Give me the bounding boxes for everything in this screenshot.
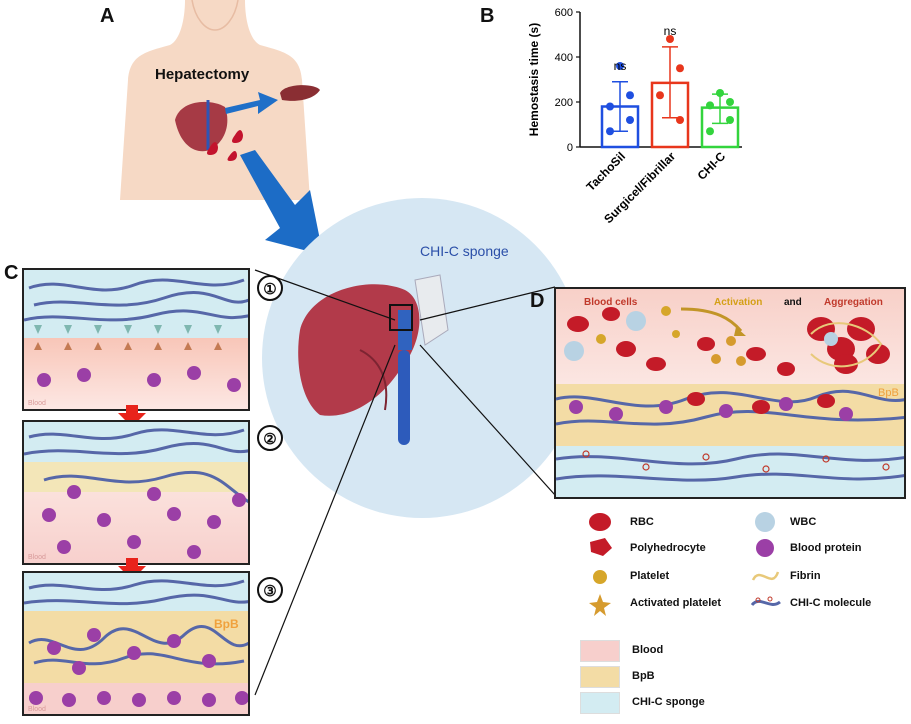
legend-blood-protein: Blood protein bbox=[790, 542, 862, 554]
point-1-2 bbox=[656, 91, 664, 100]
legend-sponge-label: CHI-C sponge bbox=[632, 696, 705, 708]
bpb-label-d: BpB bbox=[878, 387, 899, 399]
point-2-3 bbox=[726, 116, 734, 124]
legend-right-icons bbox=[750, 512, 781, 607]
y-tick-label-2: 400 bbox=[555, 52, 573, 64]
annotation-1: ns bbox=[664, 24, 677, 38]
panel-d-letter: D bbox=[530, 290, 545, 312]
legend-polyhedrocyte: Polyhedrocyte bbox=[630, 542, 706, 554]
step-2-number: ② bbox=[257, 425, 283, 451]
panel-c-step3-box: BpB Blood bbox=[22, 571, 250, 716]
point-0-3 bbox=[626, 116, 634, 124]
legend-swatch-sponge bbox=[580, 692, 620, 714]
point-2-2 bbox=[706, 101, 714, 110]
panel-c-letter: C bbox=[4, 262, 19, 284]
point-2-0 bbox=[716, 89, 724, 97]
y-tick-label-3: 600 bbox=[555, 7, 573, 19]
step-1-number: ① bbox=[257, 275, 283, 301]
legend-bpb-label: BpB bbox=[632, 670, 655, 682]
panel-c-step1-box: Blood bbox=[22, 268, 250, 411]
sponge-label: CHI-C sponge bbox=[420, 243, 509, 259]
blood-cells-header: Blood cells bbox=[584, 297, 638, 308]
point-0-1 bbox=[626, 91, 634, 100]
human-torso-illustration bbox=[120, 0, 310, 200]
legend-blood-label: Blood bbox=[632, 644, 664, 656]
legend-swatch-blood bbox=[580, 640, 620, 662]
point-0-0 bbox=[616, 62, 624, 70]
x-tick-label-0: TachoSil bbox=[583, 149, 628, 194]
y-tick-label-0: 0 bbox=[567, 142, 573, 154]
point-0-2 bbox=[606, 102, 614, 111]
legend-platelet: Platelet bbox=[630, 570, 670, 582]
legend-activated-platelet: Activated platelet bbox=[630, 597, 722, 609]
legend-fibrin: Fibrin bbox=[790, 570, 821, 582]
step-3-number: ③ bbox=[257, 577, 283, 603]
point-0-4 bbox=[606, 127, 614, 136]
step-arrow-1-icon bbox=[118, 405, 146, 427]
hepatectomy-label: Hepatectomy bbox=[155, 66, 250, 83]
blood-label-step2: Blood bbox=[28, 554, 46, 561]
panel-a-letter: A bbox=[100, 5, 115, 27]
y-axis-label: Hemostasis time (s) bbox=[527, 23, 541, 136]
panel-d-box: Blood cells Activation and Aggregation B… bbox=[554, 287, 906, 499]
point-1-3 bbox=[676, 116, 684, 124]
panel-c-step2-box: Blood bbox=[22, 420, 250, 565]
blood-label-step1: Blood bbox=[28, 400, 46, 407]
point-1-1 bbox=[676, 64, 684, 73]
liver-in-body-icon bbox=[175, 100, 228, 152]
activation-header: Activation bbox=[714, 297, 763, 308]
x-tick-label-2: CHI-C bbox=[695, 149, 729, 183]
legend-swatch-bpb bbox=[580, 666, 620, 688]
y-tick-label-1: 200 bbox=[555, 97, 573, 109]
panel-b-letter: B bbox=[480, 5, 495, 27]
liver-with-sponge-illustration bbox=[298, 274, 449, 445]
annotation-0: ns bbox=[614, 59, 627, 73]
blood-drops-icon bbox=[207, 130, 243, 161]
point-2-1 bbox=[726, 98, 734, 106]
zoom-arrow-icon bbox=[240, 150, 323, 255]
aggregation-header: Aggregation bbox=[824, 297, 883, 308]
legend-wbc: WBC bbox=[790, 516, 817, 528]
legend-chic-molecule: CHI-C molecule bbox=[790, 597, 872, 609]
blood-label-step3: Blood bbox=[28, 706, 46, 713]
zoom-lines bbox=[254, 269, 556, 696]
step-arrow-2-icon bbox=[118, 558, 146, 580]
legend-rbc: RBC bbox=[630, 516, 654, 528]
point-1-0 bbox=[666, 35, 674, 43]
legend-left-icons bbox=[589, 513, 612, 616]
removal-arrow-icon bbox=[225, 85, 320, 114]
bpb-label-step3: BpB bbox=[214, 617, 239, 631]
and-header: and bbox=[784, 297, 802, 308]
point-2-4 bbox=[706, 127, 714, 136]
